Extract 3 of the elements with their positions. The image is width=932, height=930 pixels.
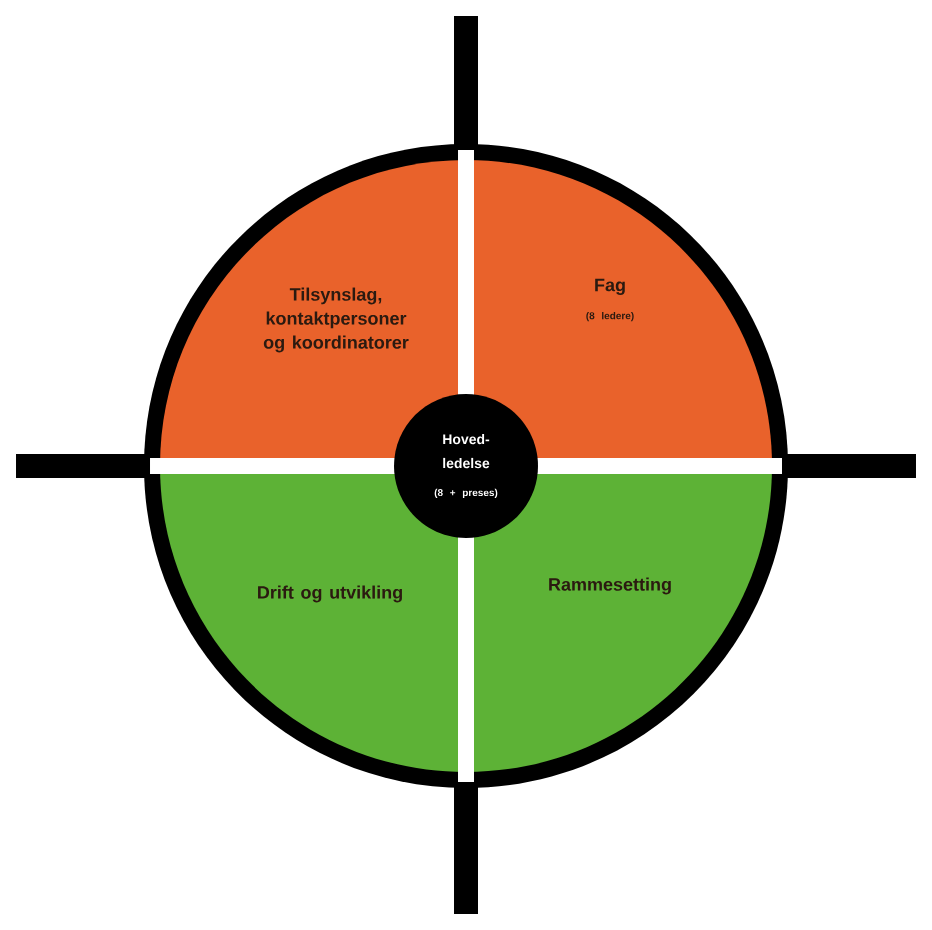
quadrant-label: Tilsynslag, kontaktpersoner og koordinatorer — [263, 287, 409, 353]
quadrant-label: Drift og utvikling — [258, 585, 402, 603]
quadrant-label: Rammesetting — [549, 577, 671, 595]
